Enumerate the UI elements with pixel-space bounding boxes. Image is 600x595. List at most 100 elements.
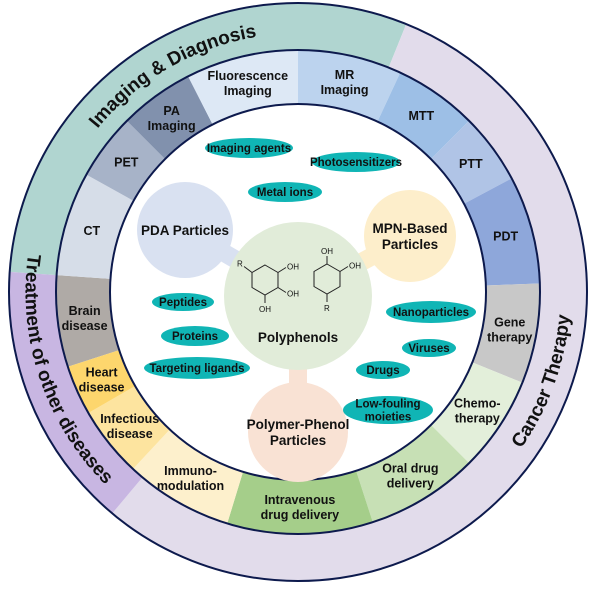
outer-ring (9, 3, 588, 581)
pill-label-line: Targeting ligands (150, 363, 245, 375)
node-label-line: MPN-Based (372, 221, 447, 236)
middle-sector-label-line: Intravenous (264, 493, 335, 507)
pill-low-fouling-moieties (343, 396, 433, 424)
middle-sector-label-line: therapy (487, 330, 532, 344)
outer-ring-outline (8, 2, 588, 582)
pill-label-imaging-agents: Imaging agents (207, 143, 291, 155)
node-label-line: PDA Particles (141, 223, 229, 238)
pill-label-proteins: Proteins (172, 331, 218, 343)
middle-sector-label-line: Heart (86, 365, 119, 379)
middle-sector-label-line: PA (163, 104, 179, 118)
middle-sector-label-pdt: PDT (493, 229, 518, 243)
pill-label-nanoparticles: Nanoparticles (393, 307, 469, 319)
chemical-structures (243, 256, 349, 303)
pill-label-line: Imaging agents (207, 143, 291, 155)
outer-sector-imaging-diagnosis (9, 3, 407, 276)
node-polymer-circle (248, 382, 348, 482)
node-mpn-circle (364, 190, 456, 282)
middle-sector-label-line: Oral drug (382, 461, 438, 475)
middle-sector-label-line: PET (114, 156, 139, 170)
middle-sector-oral-drug-delivery (356, 424, 470, 523)
middle-sector-pa-imaging (126, 76, 213, 160)
pill-label-line: Metal ions (257, 187, 313, 199)
middle-sector-label-line: Imaging (148, 119, 196, 133)
middle-sector-chemo-therapy (430, 362, 523, 464)
pill-label-line: Proteins (172, 331, 218, 343)
pill-label-line: Low-fouling (355, 399, 420, 411)
middle-sector-label-immuno-modulation: Immuno-modulation (157, 464, 224, 493)
pill-label-photosensitizers: Photosensitizers (310, 157, 402, 169)
pill-viruses (402, 339, 456, 357)
middle-sector-gene-therapy (472, 283, 540, 383)
pyrogallol-oh-1: OH (287, 263, 299, 272)
pill-label-viruses: Viruses (408, 343, 449, 355)
middle-sector-label-line: modulation (157, 479, 224, 493)
catechol-oh-1: OH (321, 247, 333, 256)
middle-sector-infectious-disease (88, 386, 170, 469)
middle-sector-heart-disease (67, 350, 136, 413)
polyphenols-label: Polyphenols (258, 330, 338, 345)
pill-label-line: Nanoparticles (393, 307, 469, 319)
middle-sector-brain-disease (56, 275, 120, 367)
middle-sector-pdt (463, 178, 540, 286)
catechol-r: R (324, 304, 330, 313)
pill-label-line: Peptides (159, 297, 207, 309)
polyphenols-circle (224, 222, 372, 370)
pill-label-drugs: Drugs (366, 365, 399, 377)
middle-sector-label-line: disease (79, 380, 125, 394)
pill-label-targeting-ligands: Targeting ligands (150, 363, 245, 375)
pyrogallol-r: R (237, 260, 243, 269)
outer-sector-cancer-therapy (112, 24, 588, 581)
middle-sector-label-line: PDT (493, 229, 518, 243)
pill-label-line: moieties (365, 412, 412, 424)
pill-metal-ions (248, 182, 322, 202)
middle-sector-label-pet: PET (114, 156, 139, 170)
middle-sector-label-line: CT (84, 224, 101, 238)
middle-sector-label-line: drug delivery (261, 508, 340, 522)
middle-sector-mr-imaging (298, 50, 401, 122)
middle-sector-label-line: Fluorescence (208, 69, 289, 83)
middle-sector-label-line: Brain (69, 304, 101, 318)
pill-nanoparticles (386, 301, 476, 323)
middle-sector-label-line: disease (107, 427, 153, 441)
middle-sector-label-line: Imaging (224, 84, 272, 98)
middle-sector-label-line: Imaging (321, 83, 369, 97)
middle-sector-label-line: Immuno- (164, 464, 217, 478)
middle-sector-immuno-modulation (132, 429, 244, 524)
outer-sector-other-diseases (9, 271, 143, 514)
pill-label-peptides: Peptides (159, 297, 207, 309)
node-label-line: Particles (270, 433, 326, 448)
pill-proteins (161, 326, 229, 346)
pill-targeting-ligands (144, 357, 250, 379)
pill-imaging-agents (205, 138, 293, 158)
middle-sector-label-line: Chemo- (454, 397, 501, 411)
middle-sector-label-mtt: MTT (408, 109, 434, 123)
catechol-oh-2: OH (349, 262, 361, 271)
middle-sector-label-line: Infectious (100, 412, 159, 426)
middle-sector-label-ptt: PTT (459, 157, 483, 171)
middle-sector-label-line: PTT (459, 157, 483, 171)
middle-sector-label-ct: CT (84, 224, 101, 238)
node-pda-label: PDA Particles (141, 223, 229, 238)
middle-sector-ct (56, 174, 134, 279)
middle-sector-label-line: therapy (455, 412, 500, 426)
middle-sector-label-line: disease (62, 319, 108, 333)
middle-sector-mtt (377, 72, 470, 160)
pill-label-line: Viruses (408, 343, 449, 355)
